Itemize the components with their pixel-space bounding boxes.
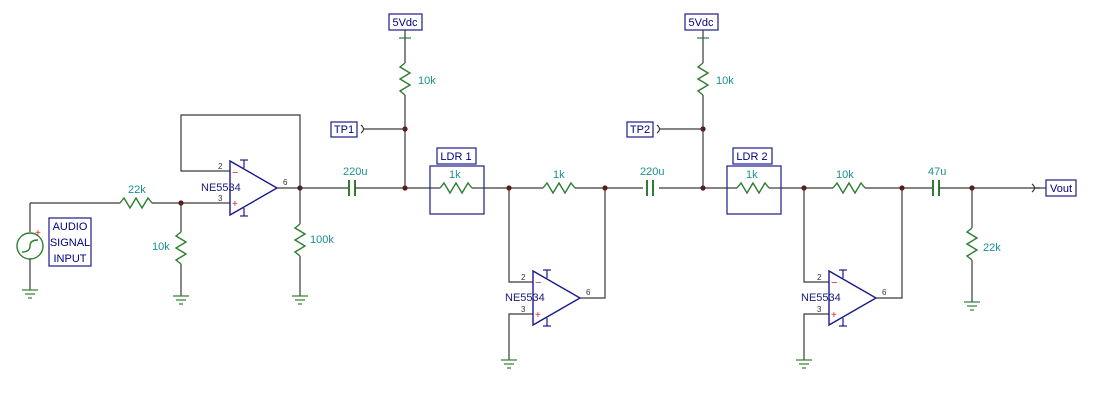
resistor-10k-pullup-1: 10k — [398, 38, 436, 188]
opamp-2-noninv-wire — [508, 313, 533, 360]
test-point-1-label: TP1 — [334, 124, 354, 136]
capacitor-c2-value: 220u — [640, 166, 664, 178]
supply-5v-1-label: 5Vdc — [392, 17, 418, 29]
test-point-2[interactable]: TP2 — [626, 121, 703, 138]
opamp-3: − + 2 3 6 NE5534 — [801, 269, 887, 327]
capacitor-c1-value: 220u — [343, 166, 367, 178]
opamp-3-pin2: 2 — [817, 273, 822, 282]
resistor-10k-pullup-1-value: 10k — [418, 75, 436, 87]
opamp-3-inv-wire — [803, 188, 829, 283]
resistor-22k-output-value: 22k — [983, 242, 1001, 254]
test-point-1[interactable]: TP1 — [330, 121, 405, 138]
test-point-2-label: TP2 — [630, 124, 650, 136]
resistor-100k-load: 100k — [293, 188, 334, 296]
input-line1: AUDIO — [53, 221, 88, 233]
source-plus-sign: + — [35, 228, 41, 239]
resistor-22k-input: 22k — [119, 184, 222, 210]
opamp-1-feedback-wire — [180, 114, 301, 188]
resistor-10k-stage3: 10k — [832, 169, 933, 195]
supply-5v-2: 5Vdc — [684, 13, 719, 39]
opamp-3-part: NE5534 — [801, 292, 841, 304]
opamp-1: − + 2 3 6 NE5534 — [201, 159, 300, 217]
opamp-3-pin3: 3 — [817, 305, 822, 314]
opamp-2-plus: + — [535, 310, 541, 321]
opamp-2-inv-wire — [508, 188, 533, 283]
opamp-3-pin6: 6 — [882, 288, 887, 297]
ldr-2: LDR 2 1k — [726, 147, 782, 215]
resistor-100k-value: 100k — [310, 234, 334, 246]
opamp-1-part: NE5534 — [201, 182, 241, 194]
opamp-1-pin3: 3 — [218, 194, 223, 203]
resistor-10k-pullup-2: 10k — [696, 38, 734, 188]
capacitor-c3: 47u — [928, 166, 1040, 196]
output-label: Vout — [1050, 183, 1072, 195]
ground-source — [22, 289, 38, 299]
opamp-3-minus: − — [831, 277, 837, 289]
resistor-22k-output: 22k — [965, 188, 1001, 302]
input-line3: INPUT — [54, 253, 87, 265]
ground-load1 — [292, 295, 308, 305]
opamp-2-part: NE5534 — [505, 292, 545, 304]
audio-source: + — [16, 202, 120, 290]
ldr-1-label: LDR 1 — [440, 151, 471, 163]
ldr-1: LDR 1 1k — [429, 147, 485, 215]
opamp-2-minus: − — [535, 277, 541, 289]
opamp-2-out-wire — [580, 188, 606, 299]
capacitor-c2: 220u — [640, 166, 664, 198]
opamp-2-pin6: 6 — [586, 288, 591, 297]
ldr-1-resistance: 1k — [449, 169, 461, 181]
ground-opamp3 — [796, 359, 812, 369]
output-terminal[interactable]: Vout — [1031, 179, 1077, 197]
capacitor-c3-value: 47u — [928, 166, 946, 178]
audio-signal-input-box: AUDIO SIGNAL INPUT — [48, 217, 92, 267]
ldr-2-label: LDR 2 — [736, 151, 767, 163]
resistor-22k-input-value: 22k — [128, 184, 146, 196]
input-line2: SIGNAL — [50, 237, 90, 249]
capacitor-c1: 220u — [300, 166, 430, 196]
opamp-1-plus: + — [232, 199, 238, 210]
opamp-1-pin6: 6 — [283, 178, 288, 187]
opamp-1-pin2: 2 — [218, 162, 223, 171]
opamp-1-minus: − — [232, 167, 238, 179]
opamp-2-pin2: 2 — [521, 273, 526, 282]
ground-shunt — [173, 295, 189, 305]
opamp-2: − + 2 3 6 NE5534 — [505, 269, 591, 327]
resistor-10k-stage3-value: 10k — [836, 169, 854, 181]
supply-5v-1: 5Vdc — [388, 13, 423, 39]
opamp-3-out-wire — [876, 188, 903, 299]
ground-output — [964, 301, 980, 311]
opamp-3-noninv-wire — [803, 313, 829, 360]
ground-opamp2 — [501, 359, 517, 369]
resistor-10k-pullup-2-value: 10k — [716, 75, 734, 87]
resistor-10k-shunt-value: 10k — [152, 241, 170, 253]
supply-5v-2-label: 5Vdc — [688, 17, 714, 29]
resistor-1k-stage2-value: 1k — [553, 169, 565, 181]
opamp-2-pin3: 3 — [521, 305, 526, 314]
ldr-2-resistance: 1k — [746, 169, 758, 181]
opamp-3-plus: + — [831, 310, 837, 321]
resistor-10k-shunt: 10k — [152, 203, 188, 296]
